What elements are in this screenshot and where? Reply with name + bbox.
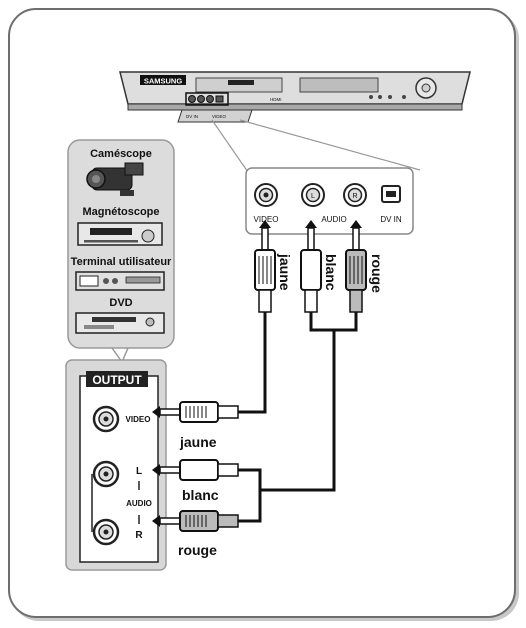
front-panel-jacks: L R VIDEO AUDIO DV IN — [245, 167, 414, 235]
audio-cable-white — [238, 312, 336, 492]
label-red-horizontal: rouge — [178, 542, 217, 558]
dvd-player-icon — [75, 312, 165, 334]
output-r-label: R — [135, 530, 143, 541]
rca-plug-yellow-top — [254, 220, 276, 313]
audio-cable-red-top — [334, 312, 358, 332]
front-dvin-label: DV IN — [380, 215, 402, 224]
rca-plug-white-side — [152, 459, 239, 481]
callout-line-right — [239, 119, 421, 171]
front-text-hdmi: HDMI — [270, 97, 282, 102]
front-text-dvin: DV IN — [186, 114, 198, 119]
rca-plug-white-top — [300, 220, 322, 313]
source-camcorder-label: Caméscope — [90, 148, 152, 160]
output-video-label: VIDEO — [126, 415, 151, 424]
source-stb-label: Terminal utilisateur — [71, 256, 172, 268]
source-dvd-label: DVD — [109, 297, 132, 309]
audio-cable-red-bottom — [238, 490, 262, 523]
label-white-horizontal: blanc — [182, 487, 219, 503]
source-vcr-label: Magnétoscope — [82, 206, 159, 218]
output-l-label: L — [136, 466, 142, 477]
output-title: OUTPUT — [92, 373, 142, 387]
cables — [238, 312, 358, 523]
video-cable — [238, 312, 267, 414]
camcorder-icon — [86, 162, 144, 196]
rca-plug-red-side — [152, 510, 239, 532]
dvd-recorder: SAMSUNG HDMI DV IN VIDEO — [119, 71, 471, 123]
label-yellow-horizontal: jaune — [179, 434, 217, 450]
callout-line-left — [211, 119, 251, 176]
label-red-vertical: rouge — [369, 254, 385, 293]
label-yellow-vertical: jaune — [277, 253, 293, 291]
front-text-video: VIDEO — [212, 114, 227, 119]
set-top-box-icon — [75, 271, 165, 291]
brand-logo: SAMSUNG — [144, 77, 183, 86]
output-audio-label: AUDIO — [126, 499, 152, 508]
front-video-label: VIDEO — [254, 215, 279, 224]
rca-plug-yellow-side — [152, 401, 239, 423]
vcr-icon — [77, 222, 163, 246]
rca-plug-red-top — [345, 220, 367, 313]
source-devices-panel: Caméscope Magnétoscope Terminal utilisat… — [67, 139, 175, 349]
jack-l-symbol: L — [311, 193, 315, 200]
front-audio-label: AUDIO — [321, 215, 346, 224]
label-white-vertical: blanc — [323, 254, 339, 291]
jack-r-symbol: R — [352, 193, 357, 200]
output-panel: OUTPUT VIDEO L AUDIO R — [65, 359, 167, 571]
